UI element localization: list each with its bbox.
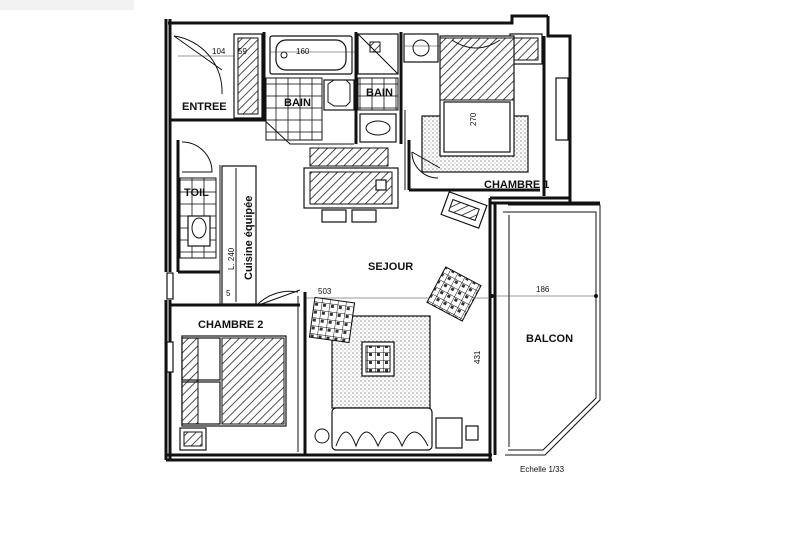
room-label-chambre-2: CHAMBRE 2 — [198, 319, 263, 331]
dim-entree-width: 104 — [212, 47, 226, 56]
room-label-entree: ENTREE — [182, 101, 227, 113]
balcon-area: 186 BALCON — [490, 285, 598, 345]
chambre-1-room: 290 270 CHAMBRE 1 — [404, 33, 549, 191]
room-label-sejour: SEJOUR — [368, 261, 413, 273]
dim-entree-small: 59 — [238, 47, 247, 56]
room-label-balcon: BALCON — [526, 333, 573, 345]
dim-sejour-width: 503 — [318, 287, 332, 296]
toilet-room: TOIL — [179, 141, 217, 259]
dim-bath-width: 160 — [296, 47, 310, 56]
room-label-bain-2: BAIN — [366, 87, 393, 99]
entree-room: 104 59 ENTREE — [173, 33, 263, 119]
scan-corner-mark — [0, 0, 134, 10]
room-label-cuisine: Cuisine équipée — [243, 196, 255, 280]
room-label-toil: TOIL — [184, 187, 209, 199]
bain-2-room: BAIN — [357, 33, 439, 143]
dim-balcon-width: 186 — [536, 285, 550, 294]
kitchen: Cuisine équipée L. 240 5 — [221, 165, 257, 305]
scale-label: Echelle 1/33 — [520, 465, 565, 474]
dim-kitchen-small: 5 — [226, 289, 231, 298]
sejour-room: 503 431 SEJOUR — [255, 147, 488, 451]
interior-walls — [170, 32, 540, 455]
dim-chambre-1-depth: 270 — [469, 112, 478, 126]
room-label-chambre-1: CHAMBRE 1 — [484, 179, 549, 191]
room-label-bain-1: BAIN — [284, 97, 311, 109]
dim-sejour-depth: 431 — [473, 350, 482, 364]
outer-walls — [164, 14, 601, 462]
bain-1-room: 160 BAIN — [261, 35, 356, 145]
chambre-2-room: CHAMBRE 2 — [179, 319, 287, 451]
dim-kitchen-length: L. 240 — [227, 247, 236, 270]
